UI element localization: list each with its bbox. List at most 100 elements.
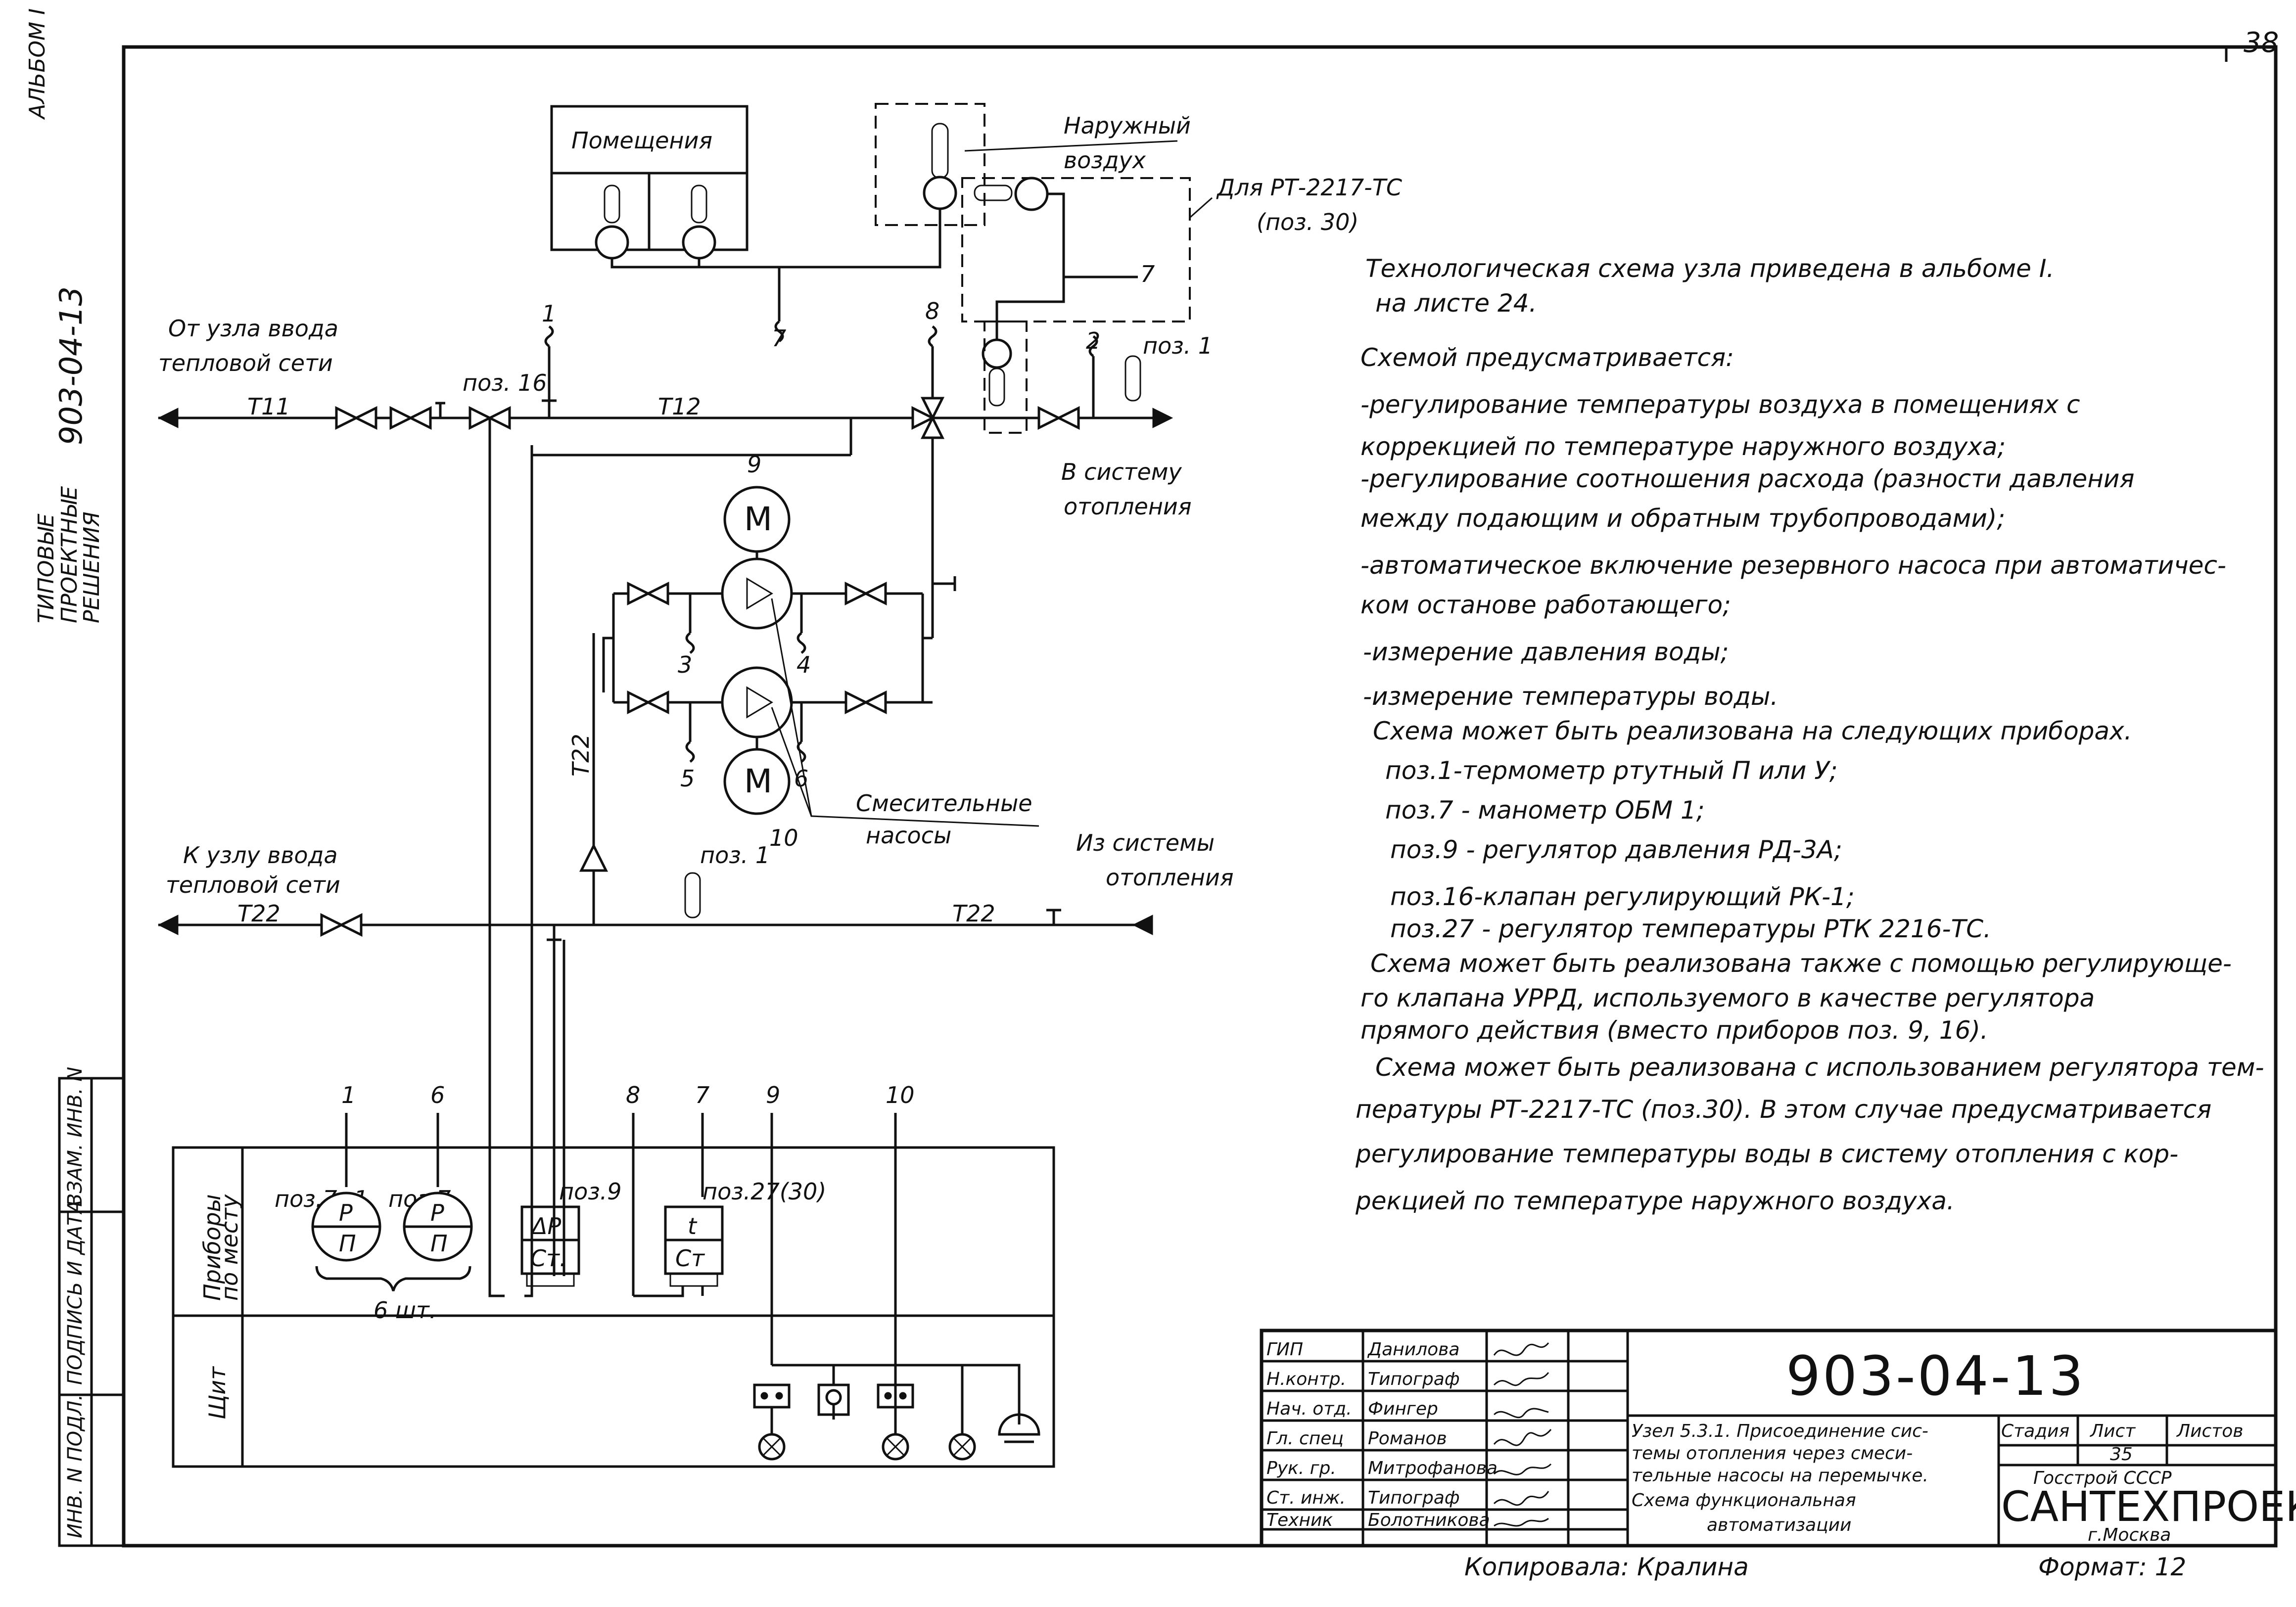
note-line-4: -регулирование температуры воздуха в пом… bbox=[1360, 390, 2080, 419]
from-system-label-1: Из системы bbox=[1076, 829, 1215, 856]
outdoor-box bbox=[875, 103, 985, 226]
tb-org-name: САНТЕХПРОЕКТ bbox=[2001, 1482, 2296, 1531]
tb-title-4: Схема функциональная bbox=[1632, 1490, 1856, 1511]
tb-designation: 903-04-13 bbox=[1786, 1344, 2085, 1408]
signatures bbox=[1493, 1342, 1552, 1527]
pump-top bbox=[721, 557, 793, 630]
rt-label-1: Для РТ-2217-ТС bbox=[1216, 174, 1402, 201]
panel-pos27: поз.27(30) bbox=[703, 1178, 826, 1205]
jumper-line: Т22 поз. 1 bbox=[567, 633, 770, 925]
thermo-label-2: поз. 1 bbox=[700, 842, 770, 869]
outdoor-air-label-2: воздух bbox=[1064, 147, 1146, 174]
note-line-21: Схема может быть реализована с использов… bbox=[1375, 1053, 2264, 1082]
gauge1-n: П bbox=[339, 1230, 356, 1257]
gauge2-p: Р bbox=[430, 1199, 444, 1226]
side-stamp-sign: ПОДПИСЬ И ДАТА bbox=[64, 1200, 87, 1385]
return-inlet-arrow bbox=[1132, 915, 1153, 935]
gauge2-n: П bbox=[430, 1230, 448, 1257]
motor-bottom bbox=[723, 748, 791, 815]
tb-role-2: Н.контр. bbox=[1266, 1369, 1346, 1389]
valve-label: поз. 16 bbox=[463, 369, 547, 396]
tb-role-3: Нач. отд. bbox=[1266, 1399, 1352, 1419]
side-stamp-replace: ВЗАМ. ИНВ. N bbox=[64, 1067, 87, 1207]
note-line-13: поз.1-термометр ртутный П или У; bbox=[1385, 756, 1838, 785]
tb-title-3: тельные насосы на перемычке. bbox=[1632, 1466, 1928, 1486]
from-system-label-2: отопления bbox=[1106, 864, 1234, 891]
gauge1-p: Р bbox=[339, 1199, 353, 1226]
thermo-label-1: поз. 1 bbox=[1143, 332, 1213, 359]
tb-title-1: Узел 5.3.1. Присоединение сис- bbox=[1632, 1421, 1928, 1441]
to-node-label-1: К узлу ввода bbox=[183, 842, 338, 869]
to-system-label-2: отопления bbox=[1064, 493, 1192, 520]
tb-name-2: Типограф bbox=[1368, 1369, 1460, 1389]
pipe-t22-right: Т22 bbox=[952, 900, 995, 927]
note-line-14: поз.7 - манометр ОБМ 1; bbox=[1385, 796, 1705, 825]
rooms-label: Помещения bbox=[571, 127, 712, 154]
note-line-19: го клапана УРРД, используемого в качеств… bbox=[1360, 984, 2095, 1012]
tb-name-5: Митрофанова bbox=[1368, 1458, 1498, 1478]
col-num-9: 9 bbox=[766, 1082, 780, 1108]
tb-role-5: Рук. гр. bbox=[1266, 1458, 1336, 1478]
rooms-sensors: Помещения 7 bbox=[550, 105, 941, 352]
point-8: 8 bbox=[925, 298, 939, 324]
point-10: 10 bbox=[769, 825, 798, 851]
point-5: 5 bbox=[680, 765, 695, 792]
note-line-20: прямого действия (вместо приборов поз. 9… bbox=[1360, 1016, 1988, 1045]
point-4: 4 bbox=[797, 651, 811, 678]
motor-bottom-label: М bbox=[744, 762, 772, 800]
footer-format: Формат: 12 bbox=[2038, 1553, 2186, 1581]
temp-cm: Ст bbox=[675, 1245, 705, 1272]
note-line-11: -измерение температуры воды. bbox=[1363, 682, 1778, 711]
page-number: 38 bbox=[2244, 27, 2279, 59]
dp-label: ΔР bbox=[530, 1213, 561, 1240]
to-system-label-1: В систему bbox=[1061, 459, 1182, 485]
outdoor-air-label-1: Наружный bbox=[1064, 112, 1191, 139]
margin-series-1: ТИПОВЫЕ bbox=[34, 513, 59, 623]
note-line-7: между подающим и обратным трубопроводами… bbox=[1360, 504, 2005, 533]
rt-label-2: (поз. 30) bbox=[1257, 209, 1359, 235]
tb-role-7: Техник bbox=[1266, 1510, 1333, 1530]
col-num-10: 10 bbox=[886, 1082, 915, 1108]
tb-role-1: ГИП bbox=[1266, 1339, 1303, 1360]
tb-name-7: Болотникова bbox=[1368, 1510, 1490, 1530]
from-node-label-2: тепловой сети bbox=[158, 350, 333, 376]
point-1: 1 bbox=[542, 300, 556, 327]
margin-series-3: РЕШЕНИЯ bbox=[79, 511, 104, 623]
note-line-5: коррекцией по температуре наружного возд… bbox=[1360, 432, 2006, 461]
tb-stage-label: Стадия bbox=[2001, 1421, 2069, 1441]
return-line: К узлу ввода тепловой сети Т22 Т22 Из си… bbox=[157, 829, 1234, 941]
tb-sheets-label: Листов bbox=[2176, 1421, 2243, 1441]
gauge-count: 6 шт. bbox=[374, 1297, 436, 1324]
dp-cm: Ст. bbox=[530, 1245, 567, 1272]
footer-copied: Копировала: Кралина bbox=[1464, 1553, 1749, 1581]
tb-name-6: Типограф bbox=[1368, 1488, 1460, 1508]
notes: Технологическая схема узла приведена в а… bbox=[1355, 254, 2264, 1215]
panel-row-board: Щит bbox=[204, 1366, 231, 1420]
outdoor-air-sensors: Наружный воздух 7 Для РТ-2217-ТС (поз. 3… bbox=[875, 103, 1402, 407]
panel-frame bbox=[172, 1146, 1055, 1468]
col-num-1: 1 bbox=[341, 1082, 356, 1108]
impulse-lines bbox=[488, 435, 852, 1297]
note-line-17: поз.27 - регулятор температуры РТК 2216-… bbox=[1390, 915, 1991, 943]
instrument-panel: Приборы по месту Щит 1 6 8 7 9 10 поз.7 … bbox=[172, 1082, 1055, 1468]
to-node-label-2: тепловой сети bbox=[166, 872, 340, 898]
note-line-9: ком останове работающего; bbox=[1360, 591, 1731, 619]
panel-row-local-1: Приборы bbox=[199, 1194, 226, 1301]
note-line-24: рекцией по температуре наружного воздуха… bbox=[1355, 1187, 1955, 1215]
note-line-15: поз.9 - регулятор давления РД-3А; bbox=[1390, 835, 1842, 864]
point-7a: 7 bbox=[772, 325, 786, 352]
tb-name-1: Даниловa bbox=[1367, 1339, 1459, 1360]
col-num-7: 7 bbox=[695, 1082, 709, 1108]
pump-bottom bbox=[721, 666, 793, 738]
pipe-t11-label: Т11 bbox=[247, 393, 290, 420]
temp-t: t bbox=[688, 1213, 698, 1240]
point-7b: 7 bbox=[1140, 261, 1155, 287]
margin-series-2: ПРОЕКТНЫЕ bbox=[57, 486, 82, 623]
pipe-t22-vertical: Т22 bbox=[567, 734, 594, 777]
note-line-22: пературы РТ-2217-ТС (поз.30). В этом слу… bbox=[1356, 1095, 2211, 1124]
motor-top-label: М bbox=[744, 500, 772, 538]
margin-code: 903-04-13 bbox=[53, 286, 89, 445]
note-line-2: на листе 24. bbox=[1375, 289, 1537, 318]
tb-role-6: Ст. инж. bbox=[1266, 1488, 1346, 1508]
